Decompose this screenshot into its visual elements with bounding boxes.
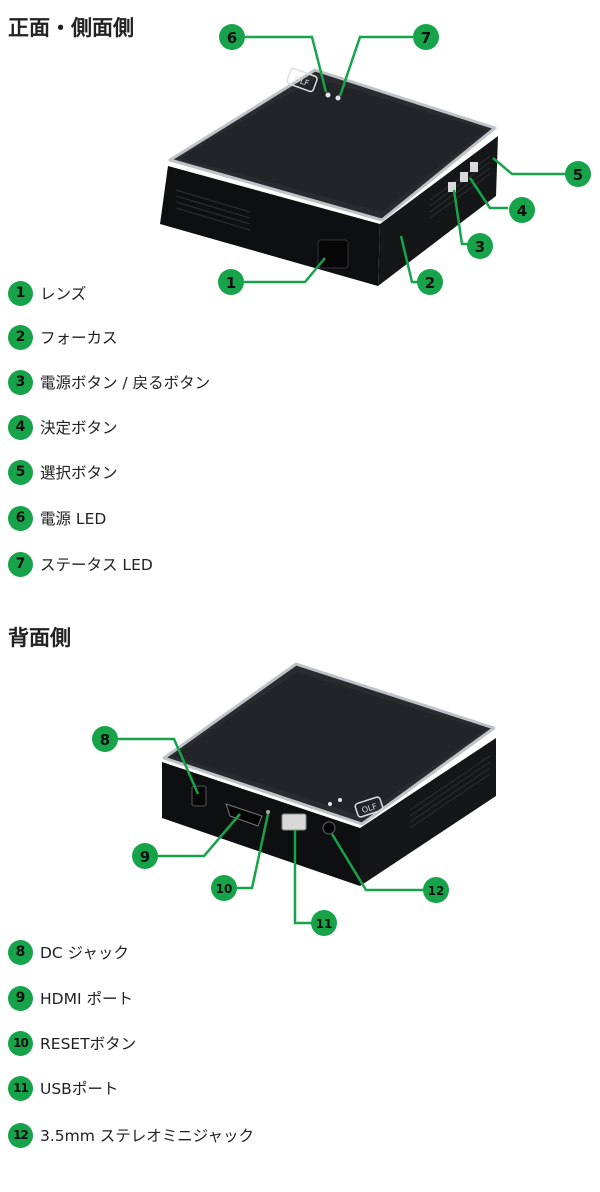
projector-back-illustration: OLF xyxy=(162,662,496,886)
legend-label: 決定ボタン xyxy=(40,419,118,437)
back-section-title: 背面側 xyxy=(8,626,71,650)
svg-text:6: 6 xyxy=(227,29,237,47)
audio-jack-shape xyxy=(322,821,336,835)
legend-item: 5 選択ボタン xyxy=(8,459,118,485)
number-badge: 3 xyxy=(8,369,33,395)
back-device-figure: OLF 8 9 10 11 12 xyxy=(92,662,496,936)
back-callout-badges: 8 9 10 11 12 xyxy=(92,726,449,936)
number-badge: 7 xyxy=(8,551,33,577)
number-badge: 12 xyxy=(8,1122,33,1148)
legend-label: レンズ xyxy=(40,285,87,303)
hdmi-port-shape xyxy=(225,803,263,827)
number-badge: 6 xyxy=(8,505,33,531)
legend-item: 4 決定ボタン xyxy=(8,414,118,440)
legend-label: USBポート xyxy=(40,1080,119,1098)
legend-item: 8 DC ジャック xyxy=(8,939,129,965)
number-badge: 4 xyxy=(8,414,33,440)
legend-item: 11 USBポート xyxy=(8,1075,118,1101)
legend-label: DC ジャック xyxy=(40,944,129,962)
number-badge: 2 xyxy=(8,324,33,350)
legend-label: 3.5mm ステレオミニジャック xyxy=(40,1127,255,1145)
svg-text:4: 4 xyxy=(517,202,527,220)
legend-label: 電源 LED xyxy=(40,510,107,528)
legend-label: RESETボタン xyxy=(40,1035,137,1053)
number-badge: 11 xyxy=(8,1075,33,1101)
svg-text:7: 7 xyxy=(421,29,431,47)
legend-item: 2 フォーカス xyxy=(8,324,118,350)
back-callout-lines xyxy=(118,737,424,925)
legend-item: 1 レンズ xyxy=(8,280,86,306)
legend-label: HDMI ポート xyxy=(40,990,133,1008)
svg-text:3: 3 xyxy=(475,238,485,256)
legend-item: 12 3.5mm ステレオミニジャック xyxy=(8,1122,254,1148)
svg-text:12: 12 xyxy=(428,884,445,898)
number-badge: 10 xyxy=(8,1030,33,1056)
front-device-figure: OLF 6 7 5 4 3 1 2 xyxy=(160,24,591,295)
svg-text:1: 1 xyxy=(226,274,236,292)
front-callout-badges: 6 7 5 4 3 1 2 xyxy=(218,24,591,295)
svg-text:10: 10 xyxy=(216,882,233,896)
lens-shape xyxy=(317,239,349,269)
number-badge: 1 xyxy=(8,280,33,306)
legend-item: 9 HDMI ポート xyxy=(8,985,133,1011)
number-badge: 5 xyxy=(8,459,33,485)
legend-item: 10 RESETボタン xyxy=(8,1030,136,1056)
projector-front-illustration: OLF xyxy=(160,67,498,286)
front-section-title: 正面・側面側 xyxy=(8,16,134,40)
number-badge: 8 xyxy=(8,939,33,965)
legend-label: 電源ボタン / 戻るボタン xyxy=(40,374,211,392)
svg-text:2: 2 xyxy=(425,274,435,292)
usb-port-shape xyxy=(281,813,307,831)
legend-item: 6 電源 LED xyxy=(8,505,106,531)
svg-text:8: 8 xyxy=(100,731,110,749)
dc-jack-shape xyxy=(191,785,207,807)
legend-label: フォーカス xyxy=(40,329,118,347)
legend-label: ステータス LED xyxy=(40,556,153,574)
legend-item: 3 電源ボタン / 戻るボタン xyxy=(8,369,210,395)
number-badge: 9 xyxy=(8,985,33,1011)
legend-label: 選択ボタン xyxy=(40,464,118,482)
svg-text:11: 11 xyxy=(316,917,333,931)
svg-text:9: 9 xyxy=(140,848,150,866)
legend-item: 7 ステータス LED xyxy=(8,551,153,577)
svg-text:5: 5 xyxy=(573,166,583,184)
